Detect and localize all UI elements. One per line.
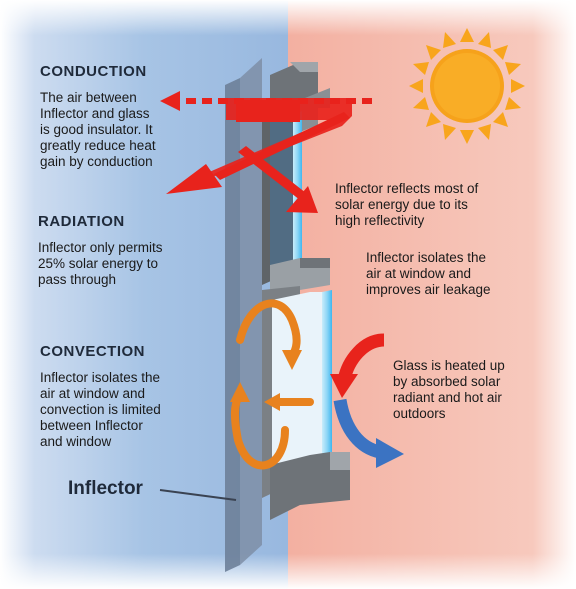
glass-callout: Glass is heated up by absorbed solar rad…: [393, 358, 505, 421]
outdoor-hot-air-arrow-icon: [333, 398, 404, 468]
convection-text: Inflector isolates the air at window and…: [40, 370, 161, 449]
convection-arrow-icon: [230, 299, 314, 470]
inflector-pointer-line: [159, 489, 237, 501]
isolate-callout: Inflector isolates the air at window and…: [366, 250, 491, 297]
radiation-text: Inflector only permits 25% solar energy …: [38, 240, 163, 287]
reflect-callout: Inflector reflects most of solar energy …: [335, 181, 479, 228]
lower-glass: [322, 290, 332, 455]
reflected-arrow-icon: [238, 146, 318, 213]
conduction-heading: CONDUCTION: [40, 63, 147, 80]
radiation-heading: RADIATION: [38, 213, 125, 230]
convection-heading: CONVECTION: [40, 343, 146, 360]
radiation-arrow-icon: [166, 98, 352, 194]
inflector-label: Inflector: [68, 478, 143, 499]
conduction-text: The air between Inflector and glass is g…: [40, 90, 156, 169]
sun-icon: [409, 28, 525, 144]
hot-air-red-arrow-icon: [330, 333, 385, 398]
